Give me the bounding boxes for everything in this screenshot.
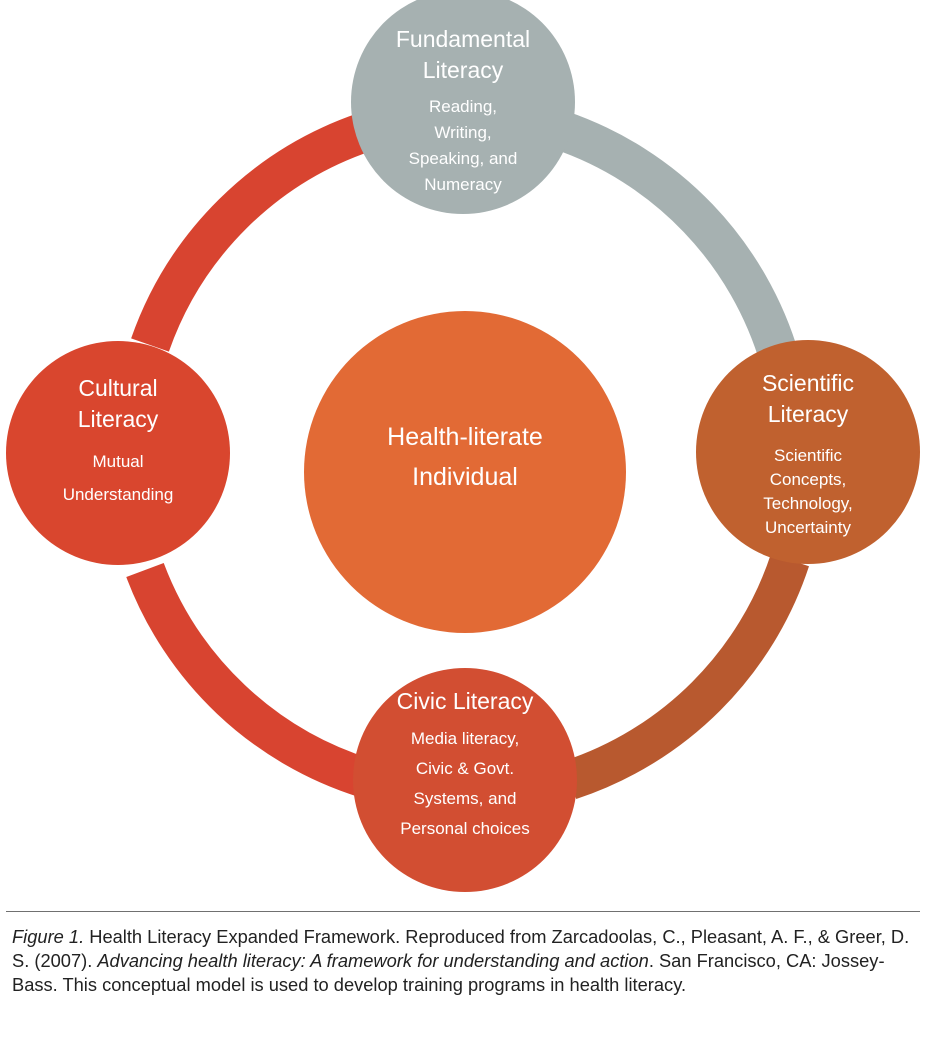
caption-text-part-1: Health Literacy Expanded Framework. Repr…: [12, 926, 910, 971]
cultural-line: Mutual: [92, 452, 144, 471]
ring-segment-bottom-left: [126, 562, 372, 798]
scientific-title-line-2: Literacy: [767, 401, 849, 427]
cultural-title-line-2: Literacy: [77, 406, 159, 432]
fundamental-description: Reading, Writing, Speaking, and Numeracy: [351, 94, 575, 198]
scientific-line: Technology,: [763, 494, 853, 513]
civic-line: Civic & Govt.: [415, 759, 515, 778]
scientific-description: Scientific Concepts, Technology, Uncerta…: [696, 444, 920, 540]
civic-line: Systems, and: [413, 789, 517, 808]
civic-line: Media literacy,: [410, 729, 520, 748]
ring-segment-bottom-right: [563, 553, 809, 799]
caption-book-title: Advancing health literacy: A framework f…: [97, 950, 649, 971]
fundamental-line: Speaking, and: [408, 149, 518, 168]
cultural-literacy-node: Cultural Literacy Mutual Understanding: [6, 341, 230, 565]
connecting-ring: [126, 111, 809, 799]
health-literate-individual-node: Health-literate Individual: [304, 311, 626, 633]
cultural-description: Mutual Understanding: [6, 445, 230, 511]
scientific-line: Uncertainty: [765, 518, 851, 537]
cultural-title-line-1: Cultural: [78, 375, 158, 401]
scientific-line: Concepts,: [769, 470, 847, 489]
cultural-line: Understanding: [62, 485, 174, 504]
ring-segment-top-right: [553, 111, 800, 366]
framework-diagram: [126, 111, 809, 799]
civic-literacy-node: Civic Literacy Media literacy, Civic & G…: [353, 668, 577, 892]
scientific-title-line-1: Scientific: [761, 370, 855, 396]
fundamental-line: Writing,: [434, 123, 492, 142]
fundamental-literacy-node: Fundamental Literacy Reading, Writing, S…: [351, 0, 575, 214]
fundamental-line: Reading,: [428, 97, 498, 116]
caption-text-part-2: . San Francisco, CA: Jossey-Bass. This c…: [12, 950, 885, 995]
figure-label: Figure 1.: [12, 926, 85, 947]
figure-caption: Figure 1. Health Literacy Expanded Frame…: [12, 925, 917, 997]
scientific-literacy-node: Scientific Literacy Scientific Concepts,…: [696, 340, 920, 564]
ring-segment-top-left: [131, 113, 372, 352]
civic-line: Personal choices: [400, 819, 530, 838]
civic-title: Civic Literacy: [396, 688, 534, 714]
caption-divider: [6, 911, 920, 912]
fundamental-title-line-1: Fundamental: [395, 26, 531, 52]
fundamental-title-line-2: Literacy: [422, 57, 504, 83]
scientific-line: Scientific: [773, 446, 843, 465]
center-title-line-2: Individual: [412, 463, 518, 491]
fundamental-line: Numeracy: [424, 175, 502, 194]
center-title-line-1: Health-literate: [387, 423, 543, 451]
civic-description: Media literacy, Civic & Govt. Systems, a…: [353, 724, 577, 844]
